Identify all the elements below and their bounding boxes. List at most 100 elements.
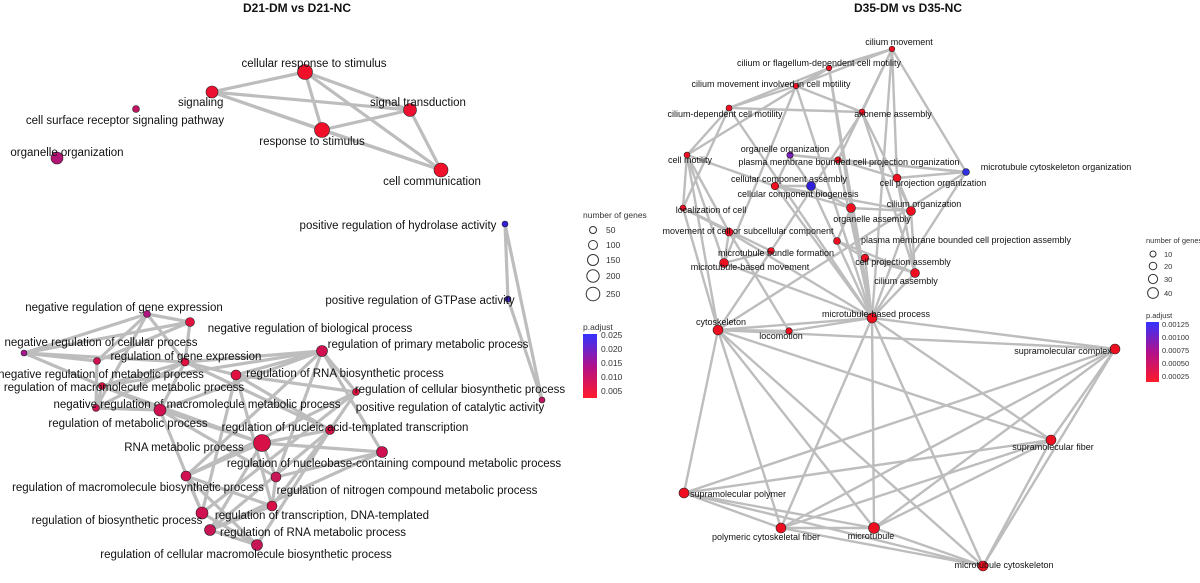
network-node[interactable] bbox=[204, 524, 216, 536]
network-node[interactable] bbox=[180, 357, 190, 367]
left-legend: number of genes 50 100 150 200 250 p.adj… bbox=[583, 210, 647, 398]
network-node[interactable] bbox=[678, 487, 690, 499]
node-label: negative regulation of biological proces… bbox=[208, 323, 413, 335]
network-edge bbox=[261, 441, 383, 454]
network-node[interactable] bbox=[719, 258, 729, 268]
network-edge bbox=[184, 349, 324, 478]
network-node[interactable] bbox=[266, 500, 278, 512]
node-label: plasma membrane bounded cell projection … bbox=[738, 157, 959, 167]
network-node[interactable] bbox=[376, 446, 388, 458]
left-size-legend-circle bbox=[588, 240, 598, 250]
network-node[interactable] bbox=[195, 506, 209, 520]
right-color-bar bbox=[1146, 322, 1159, 382]
network-node[interactable] bbox=[910, 268, 920, 278]
node-label: regulation of biosynthetic process bbox=[32, 515, 203, 527]
left-size-legend-label: 250 bbox=[606, 289, 620, 299]
node-label: supramolecular polymer bbox=[690, 489, 786, 499]
node-label: RNA metabolic process bbox=[124, 442, 244, 454]
network-node[interactable] bbox=[153, 403, 167, 417]
network-node[interactable] bbox=[785, 327, 793, 335]
network-node[interactable] bbox=[352, 388, 360, 396]
network-node[interactable] bbox=[906, 206, 916, 216]
network-node[interactable] bbox=[93, 357, 101, 365]
network-node[interactable] bbox=[892, 173, 902, 183]
node-label: microtubule bundle formation bbox=[718, 248, 834, 258]
node-label: regulation of nucleobase-containing comp… bbox=[227, 458, 562, 470]
node-label: regulation of nitrogen compound metaboli… bbox=[277, 485, 538, 497]
network-node[interactable] bbox=[92, 404, 100, 412]
network-node[interactable] bbox=[977, 560, 989, 572]
network-node[interactable] bbox=[433, 162, 449, 178]
network-node[interactable] bbox=[253, 434, 271, 452]
network-node[interactable] bbox=[792, 82, 800, 90]
network-node[interactable] bbox=[50, 151, 64, 165]
network-edge bbox=[185, 474, 273, 508]
network-node[interactable] bbox=[1045, 434, 1057, 446]
network-edge bbox=[683, 491, 782, 530]
network-node[interactable] bbox=[297, 64, 313, 80]
network-node[interactable] bbox=[185, 317, 195, 327]
network-node[interactable] bbox=[775, 522, 787, 534]
network-edge bbox=[408, 109, 443, 171]
right-network-edges bbox=[681, 47, 1117, 568]
network-node[interactable] bbox=[403, 103, 417, 117]
network-node[interactable] bbox=[888, 45, 896, 53]
node-label: supramolecular fiber bbox=[1012, 442, 1094, 452]
network-edge bbox=[717, 250, 772, 331]
right-size-legend-circle bbox=[1148, 261, 1158, 271]
network-node[interactable] bbox=[806, 181, 816, 191]
network-edge bbox=[779, 317, 874, 529]
network-node[interactable] bbox=[143, 310, 151, 318]
network-node[interactable] bbox=[725, 104, 733, 112]
node-label: regulation of primary metabolic process bbox=[328, 339, 529, 351]
network-node[interactable] bbox=[180, 470, 192, 482]
network-node[interactable] bbox=[679, 204, 687, 212]
node-label: cilium movement bbox=[865, 37, 933, 47]
network-node[interactable] bbox=[860, 253, 870, 263]
network-edge bbox=[728, 84, 797, 110]
network-node[interactable] bbox=[205, 85, 219, 99]
network-node[interactable] bbox=[1109, 343, 1121, 355]
node-label: cytoskeleton bbox=[696, 317, 746, 327]
network-node[interactable] bbox=[325, 425, 335, 435]
network-node[interactable] bbox=[825, 64, 833, 72]
network-edge bbox=[235, 373, 357, 394]
network-node[interactable] bbox=[316, 345, 328, 357]
node-label: positive regulation of catalytic activit… bbox=[356, 402, 545, 414]
network-node[interactable] bbox=[786, 151, 794, 159]
network-node[interactable] bbox=[858, 108, 866, 116]
network-node[interactable] bbox=[251, 539, 263, 551]
network-edge bbox=[681, 154, 689, 209]
network-node[interactable] bbox=[770, 181, 780, 191]
network-node[interactable] bbox=[833, 237, 841, 245]
network-node[interactable] bbox=[767, 247, 775, 255]
node-label: cellular component assembly bbox=[731, 174, 848, 184]
network-edge bbox=[503, 223, 544, 401]
network-node[interactable] bbox=[132, 105, 140, 113]
network-node[interactable] bbox=[538, 396, 546, 404]
network-node[interactable] bbox=[868, 522, 880, 534]
left-size-legend-label: 50 bbox=[606, 225, 616, 235]
network-node[interactable] bbox=[230, 369, 242, 381]
network-edge bbox=[727, 231, 791, 332]
network-edge bbox=[685, 154, 720, 331]
network-edge bbox=[158, 361, 187, 411]
network-node[interactable] bbox=[683, 151, 691, 159]
network-edge bbox=[769, 111, 864, 252]
network-node[interactable] bbox=[846, 203, 856, 213]
network-node[interactable] bbox=[314, 122, 330, 138]
node-label: cilium-dependent cell motility bbox=[667, 109, 783, 119]
network-node[interactable] bbox=[20, 349, 28, 357]
network-node[interactable] bbox=[270, 471, 282, 483]
network-node[interactable] bbox=[98, 382, 106, 390]
network-node[interactable] bbox=[504, 295, 512, 303]
node-label: microtubule-based process bbox=[822, 309, 931, 319]
network-node[interactable] bbox=[501, 220, 509, 228]
network-node[interactable] bbox=[866, 312, 878, 324]
network-node[interactable] bbox=[962, 168, 970, 176]
network-node[interactable] bbox=[724, 227, 734, 237]
network-node[interactable] bbox=[834, 156, 842, 164]
network-node[interactable] bbox=[712, 324, 724, 336]
